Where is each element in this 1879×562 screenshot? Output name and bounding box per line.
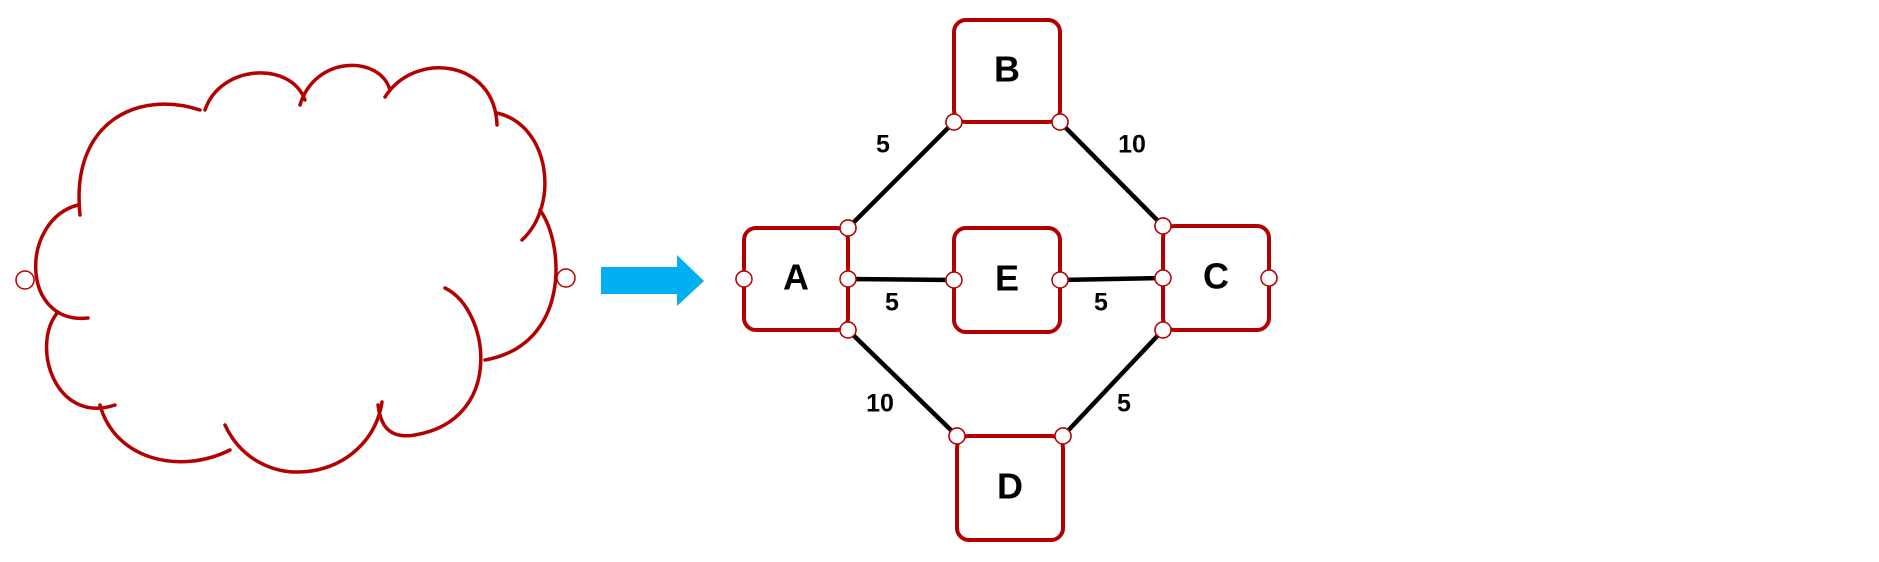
edge-a-b (846, 120, 956, 230)
edge-port (945, 113, 963, 131)
edge-a-e (847, 276, 955, 283)
node-label: B (994, 49, 1020, 90)
edge-weight-d-c: 5 (1117, 390, 1131, 418)
edge-port (1154, 321, 1172, 339)
node-b[interactable]: B (952, 18, 1062, 124)
right-arrow-icon (601, 255, 704, 306)
node-label: E (995, 258, 1019, 299)
edge-port (1154, 217, 1172, 235)
node-port-a (735, 270, 753, 288)
edge-port (1154, 269, 1172, 287)
edge-port (948, 427, 966, 445)
edge-weight-a-e: 5 (885, 289, 899, 317)
cloud-left-port (15, 270, 35, 290)
edge-port (839, 219, 857, 237)
node-label: C (1203, 256, 1229, 297)
node-port-c (1260, 269, 1278, 287)
edge-port (839, 321, 857, 339)
edge-e-c (1059, 275, 1164, 283)
edge-weight-a-d: 10 (866, 390, 894, 418)
edge-port (945, 271, 963, 289)
edge-a-d (846, 328, 959, 438)
edge-port (1051, 113, 1069, 131)
edge-weight-b-c: 10 (1118, 131, 1146, 159)
edge-port (839, 270, 857, 288)
edge-weight-e-c: 5 (1094, 289, 1108, 317)
node-e[interactable]: E (952, 226, 1062, 334)
edge-b-c (1058, 120, 1165, 228)
edge-weight-a-b: 5 (876, 131, 890, 159)
node-box (952, 18, 1062, 124)
node-a[interactable]: A (742, 226, 850, 332)
node-d[interactable]: D (955, 434, 1065, 542)
cloud-icon (15, 63, 576, 474)
node-label: D (997, 466, 1023, 507)
edge-d-c (1061, 328, 1165, 438)
cloud-right-port (556, 268, 576, 288)
node-label: A (783, 257, 809, 298)
edge-port (1051, 271, 1069, 289)
node-box (955, 434, 1065, 542)
edge-port (1054, 427, 1072, 445)
node-c[interactable]: C (1161, 224, 1271, 332)
